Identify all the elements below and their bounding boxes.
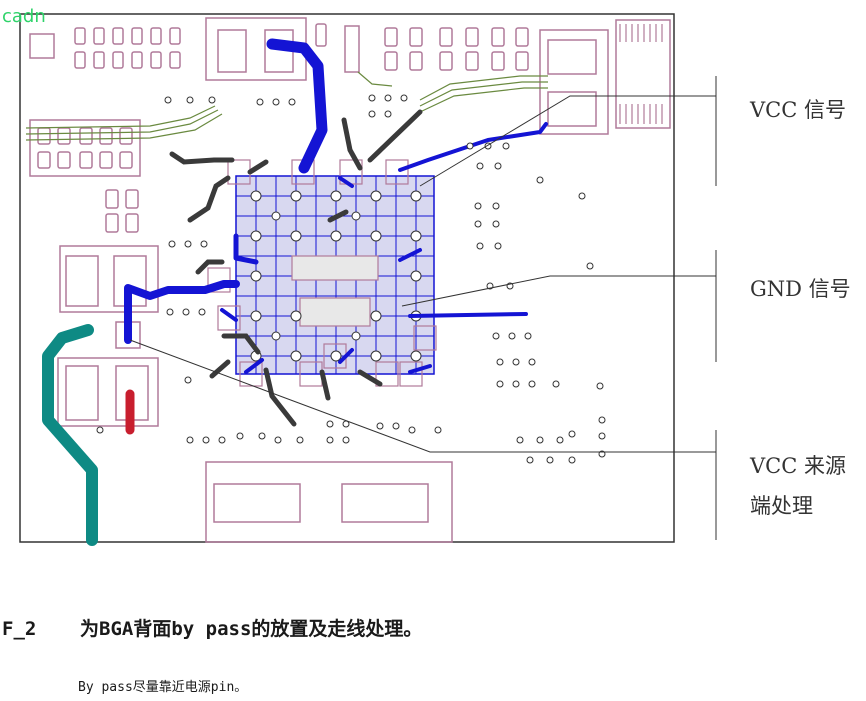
via-field [96,94,606,464]
callout-vcc-source-line2: 端处理 [750,494,813,518]
vcc-traces [124,38,548,374]
top-pad-row [29,17,671,135]
caption-title-text: 为BGA背面by pass的放置及走线处理。 [80,618,423,640]
callout-vcc-signal: VCC 信号 [750,98,846,122]
silk-traces [25,71,548,141]
figure-id: F_2 [2,618,37,640]
watermark: cadn [2,6,46,27]
bottom-connector [205,461,453,543]
caption-note: By pass尽量靠近电源pin。 [78,680,248,695]
right-connector-pins [619,24,663,124]
figure-caption: F_2 为BGA背面by pass的放置及走线处理。 [2,614,422,641]
vcc-source-trace [42,324,98,546]
bga-grid [207,159,437,387]
callout-lines [129,76,717,540]
gnd-traces [169,109,423,427]
callout-vcc-source-line1: VCC 来源 [750,454,846,478]
callout-gnd-signal: GND 信号 [750,277,851,301]
